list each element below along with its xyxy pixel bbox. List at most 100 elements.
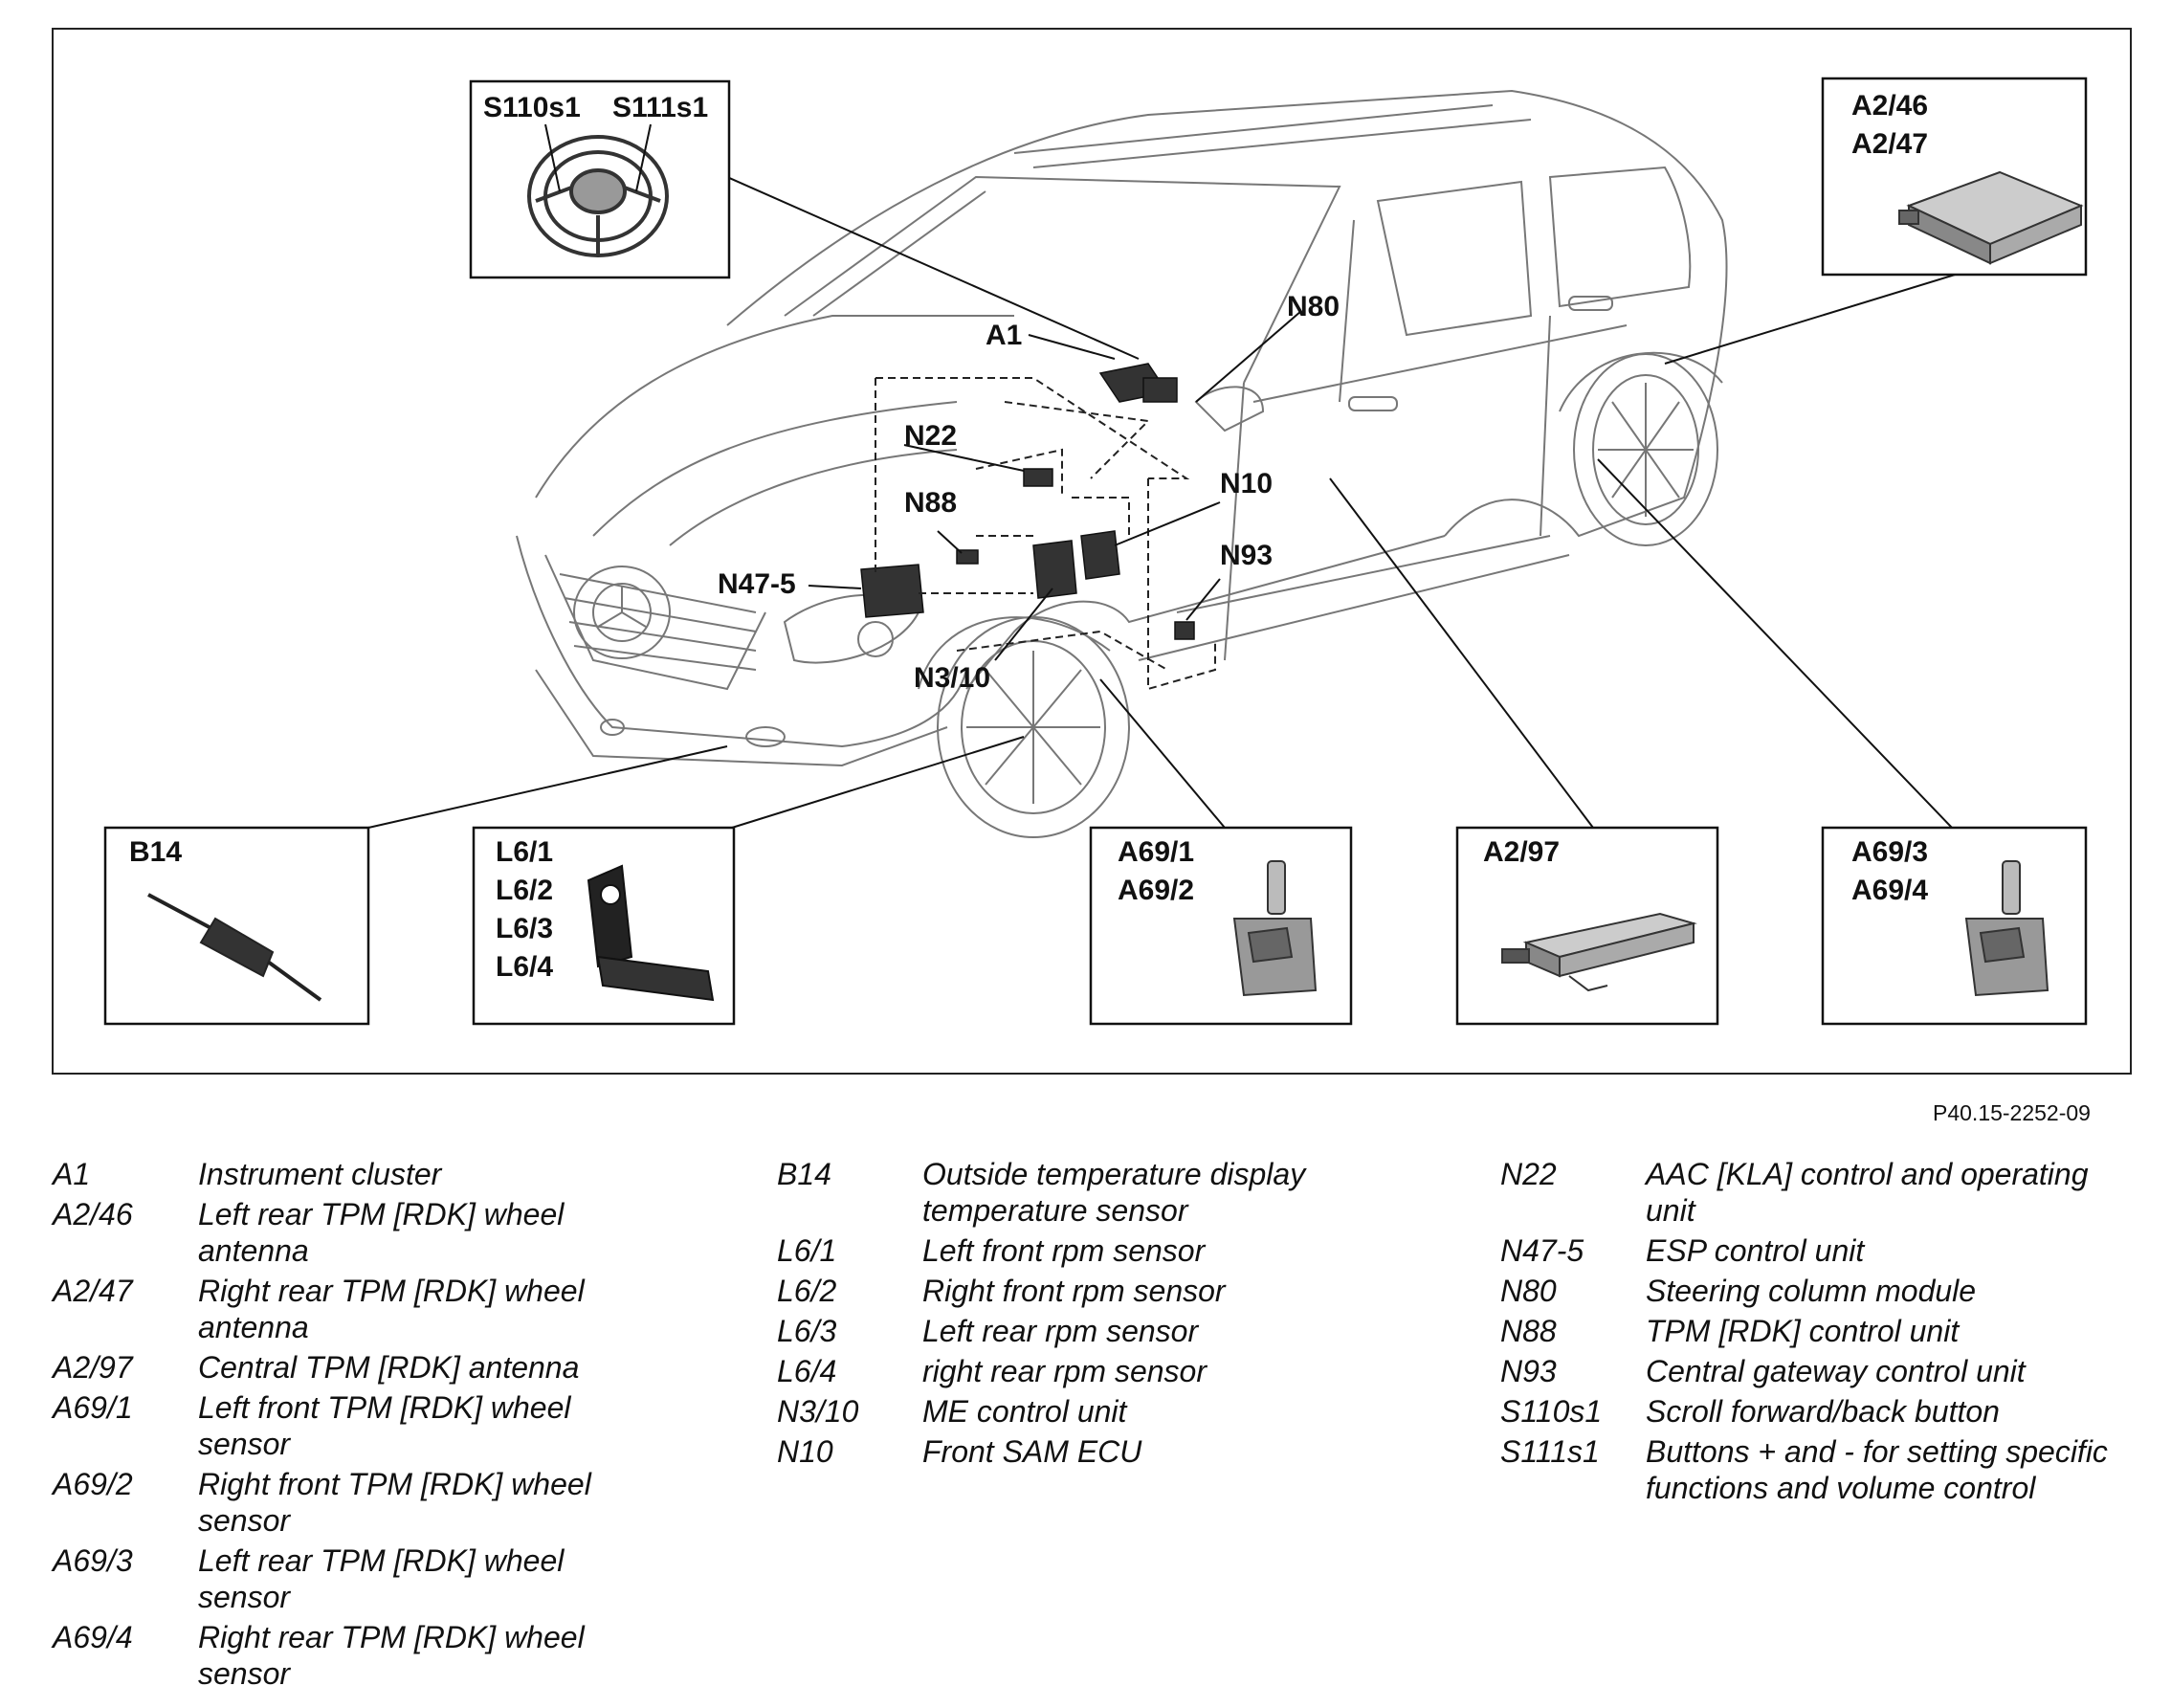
label-l6-2: L6/2 <box>496 875 553 906</box>
label-l6-4: L6/4 <box>496 951 553 983</box>
component-location-figure: A1 N80 N22 N10 N88 N93 N47-5 N3/10 S110s… <box>52 28 2132 1075</box>
label-a2-97: A2/97 <box>1483 836 1560 868</box>
legend-code: N10 <box>777 1434 833 1469</box>
legend-description: Steering column module <box>1646 1274 1977 1308</box>
steering-module-icon <box>1142 377 1178 403</box>
temperature-sensor-icon <box>147 893 322 1002</box>
label-a69-3: A69/3 <box>1851 836 1928 868</box>
legend-code: L6/4 <box>777 1354 837 1388</box>
label-s111s1: S111s1 <box>612 92 708 123</box>
legend-code: S111s1 <box>1500 1434 1600 1469</box>
legend-code: N3/10 <box>777 1394 859 1429</box>
legend-item: L6/1 Left front rpm sensor <box>777 1232 1351 1269</box>
figure-reference-code: P40.15-2252-09 <box>1933 1100 2091 1125</box>
legend-code: A2/46 <box>53 1197 133 1231</box>
callout-n93: N93 <box>1220 540 1273 571</box>
label-b14: B14 <box>129 836 182 868</box>
legend-code: A69/2 <box>53 1467 133 1501</box>
legend-description: Left rear TPM [RDK] wheel sensor <box>198 1543 565 1614</box>
label-l6-3: L6/3 <box>496 913 553 944</box>
legend-code: B14 <box>777 1157 831 1191</box>
legend-code: A69/1 <box>53 1390 133 1425</box>
legend-item: A2/97 Central TPM [RDK] antenna <box>53 1349 627 1386</box>
legend-description: Left front TPM [RDK] wheel sensor <box>198 1390 571 1461</box>
label-a2-46: A2/46 <box>1851 90 1928 122</box>
legend-description: Buttons + and - for setting specific fun… <box>1646 1434 2108 1505</box>
legend-code: A1 <box>53 1157 91 1191</box>
legend-description: TPM [RDK] control unit <box>1646 1314 1960 1348</box>
label-s110s1: S110s1 <box>483 92 581 123</box>
wheel-sensor-rear-icon <box>1964 860 2049 997</box>
legend-code: L6/3 <box>777 1314 837 1348</box>
leader-lines <box>367 176 1962 829</box>
callout-n22: N22 <box>904 420 957 452</box>
legend-item: N47-5 ESP control unit <box>1500 1232 2132 1269</box>
legend-description: Right front TPM [RDK] wheel sensor <box>198 1467 591 1538</box>
legend-item: A69/4 Right rear TPM [RDK] wheel sensor <box>53 1619 627 1692</box>
legend-code: L6/1 <box>777 1233 837 1268</box>
legend-description: Left front rpm sensor <box>922 1233 1206 1268</box>
legend-item: L6/4 right rear rpm sensor <box>777 1353 1351 1389</box>
legend-description: Central gateway control unit <box>1646 1354 2026 1388</box>
legend-description: Scroll forward/back button <box>1646 1394 2000 1429</box>
legend-code: N88 <box>1500 1314 1557 1348</box>
legend-description: right rear rpm sensor <box>922 1354 1207 1388</box>
legend-code: A69/4 <box>53 1620 133 1654</box>
wheel-sensor-icon <box>1232 860 1318 997</box>
legend-description: Right rear TPM [RDK] wheel sensor <box>198 1620 585 1691</box>
legend-description: Left rear rpm sensor <box>922 1314 1199 1348</box>
legend-code: N80 <box>1500 1274 1557 1308</box>
legend-description: Left rear TPM [RDK] wheel antenna <box>198 1197 565 1268</box>
label-a2-47: A2/47 <box>1851 128 1928 160</box>
label-a69-1: A69/1 <box>1118 836 1194 868</box>
box-a2-97: A2/97 <box>1455 826 1719 1026</box>
legend-item: A69/2 Right front TPM [RDK] wheel sensor <box>53 1466 627 1539</box>
me-unit-icon <box>1032 540 1077 599</box>
callout-n88: N88 <box>904 487 957 519</box>
legend-code: A2/47 <box>53 1274 133 1308</box>
legend-description: Right rear TPM [RDK] wheel antenna <box>198 1274 585 1344</box>
legend-item: N80 Steering column module <box>1500 1273 2132 1309</box>
legend-item: N3/10 ME control unit <box>777 1393 1351 1430</box>
box-b14: B14 <box>103 826 370 1026</box>
legend-item: A2/46 Left rear TPM [RDK] wheel antenna <box>53 1196 627 1269</box>
legend-code: N93 <box>1500 1354 1557 1388</box>
legend-item: N93 Central gateway control unit <box>1500 1353 2132 1389</box>
label-l6-1: L6/1 <box>496 836 553 868</box>
esp-unit-icon <box>860 564 924 618</box>
legend-code: N47-5 <box>1500 1233 1584 1268</box>
legend-description: AAC [KLA] control and operating unit <box>1646 1157 2089 1228</box>
wheel-antenna-icon <box>1898 170 2084 265</box>
legend-code: A2/97 <box>53 1350 133 1385</box>
legend-code: N22 <box>1500 1157 1557 1191</box>
box-a69-3: A69/3 A69/4 <box>1821 826 2088 1026</box>
tpm-control-unit-icon <box>956 549 979 565</box>
label-a69-4: A69/4 <box>1851 875 1928 906</box>
gateway-unit-icon <box>1174 621 1195 640</box>
installed-components <box>860 363 1195 640</box>
callout-n3-10: N3/10 <box>914 662 990 694</box>
box-l6: L6/1 L6/2 L6/3 L6/4 <box>472 826 736 1026</box>
front-sam-icon <box>1080 530 1120 580</box>
legend-item: L6/3 Left rear rpm sensor <box>777 1313 1351 1349</box>
legend-description: ESP control unit <box>1646 1233 1865 1268</box>
legend-description: Front SAM ECU <box>922 1434 1142 1469</box>
legend-item: N10 Front SAM ECU <box>777 1433 1351 1470</box>
label-a69-2: A69/2 <box>1118 875 1194 906</box>
legend-code: L6/2 <box>777 1274 837 1308</box>
box-a2-46: A2/46 A2/47 <box>1821 77 2088 277</box>
steering-wheel-icon <box>527 135 669 257</box>
legend-item: A2/47 Right rear TPM [RDK] wheel antenna <box>53 1273 627 1345</box>
central-antenna-icon <box>1501 912 1697 992</box>
callout-a1: A1 <box>986 320 1022 351</box>
wiring-harness <box>875 377 1216 691</box>
legend-description: Central TPM [RDK] antenna <box>198 1350 580 1385</box>
legend-description: ME control unit <box>922 1394 1127 1429</box>
